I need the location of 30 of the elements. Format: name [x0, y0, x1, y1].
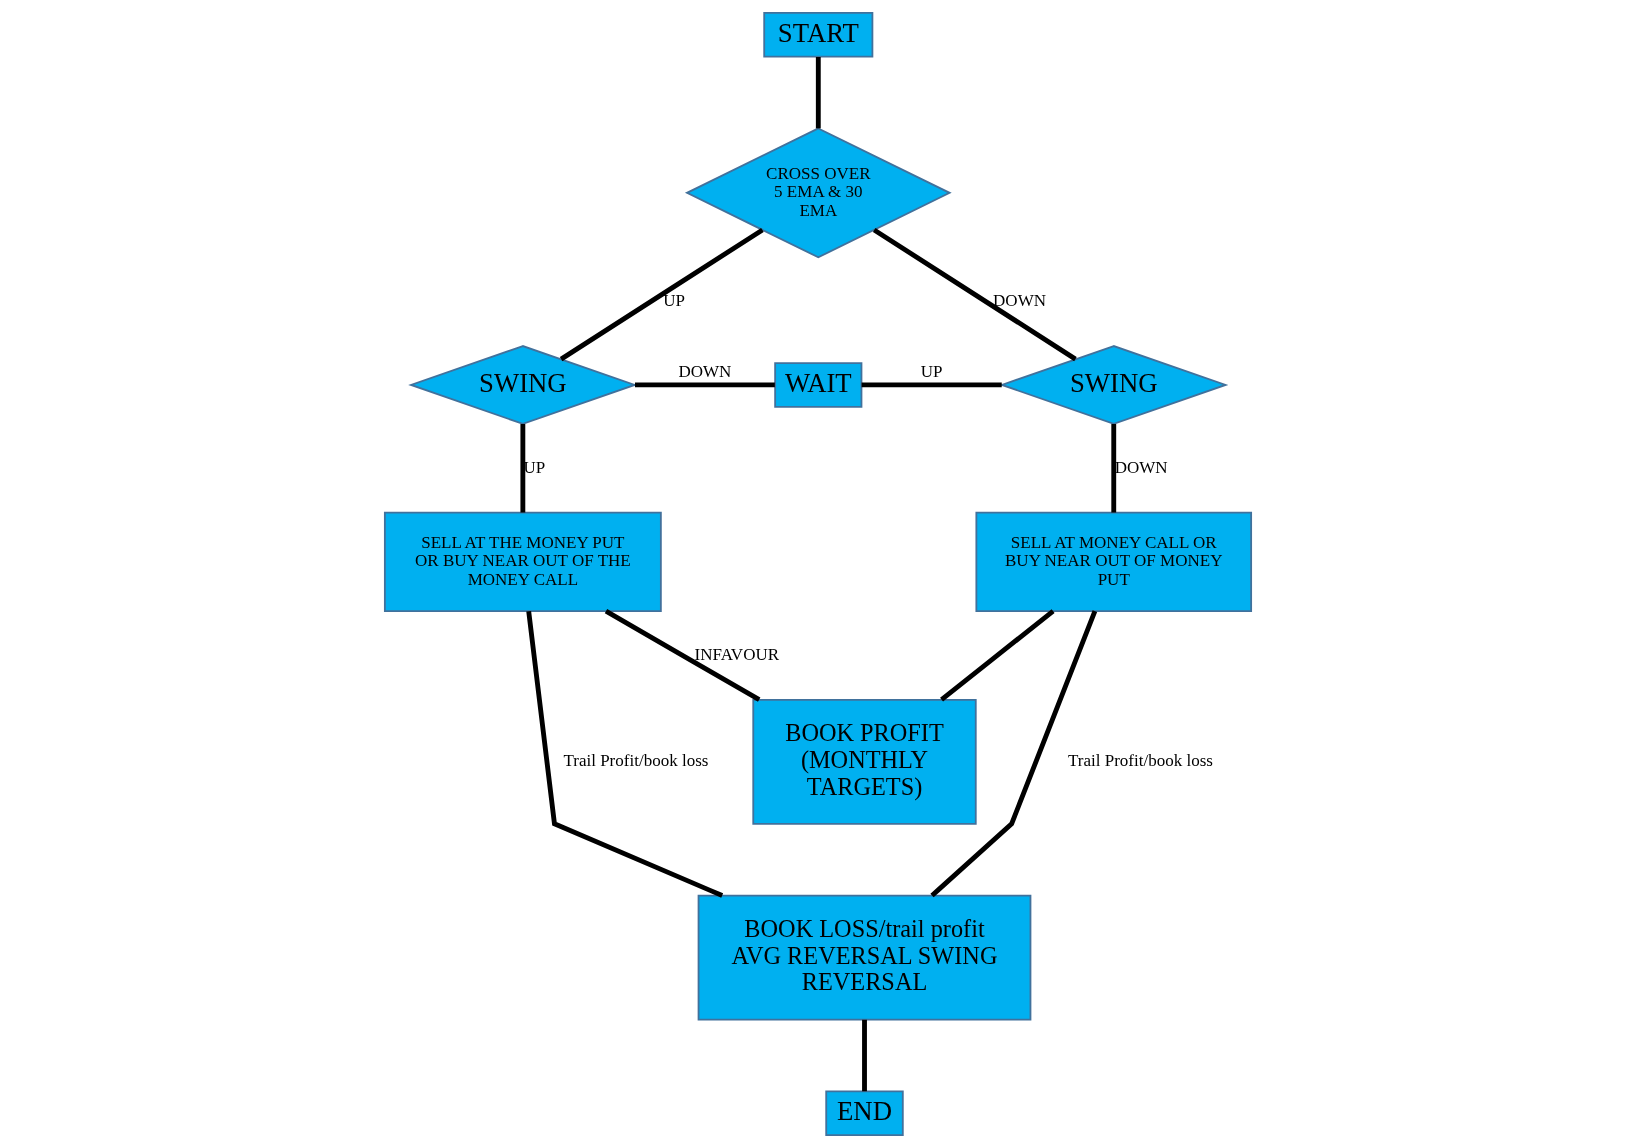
- edge-label: INFAVOUR: [694, 644, 779, 664]
- node-box: SELL AT THE MONEY PUT OR BUY NEAR OUT OF THE MONEY CALL: [383, 511, 662, 612]
- connector: [604, 609, 760, 702]
- edge-label: UP: [920, 361, 943, 381]
- edge-label: Trail Profit/book loss: [1067, 751, 1213, 771]
- connector: [861, 1019, 867, 1092]
- connector: [634, 382, 775, 388]
- node-box: START: [762, 12, 873, 58]
- node-box: BOOK LOSS/trail profit AVG REVERSAL SWING REVERSAL: [697, 894, 1031, 1021]
- connector: [861, 382, 1002, 388]
- edge-label: DOWN: [1114, 457, 1168, 477]
- node-box: SELL AT MONEY CALL OR BUY NEAR OUT OF MONEY PUT: [974, 511, 1252, 612]
- edge-label: DOWN: [992, 291, 1046, 311]
- edge-label: UP: [662, 291, 685, 311]
- connector: [939, 609, 1055, 702]
- node-diamond: CROSS OVER 5 EMA & 30 EMA: [684, 127, 952, 259]
- edge-label: DOWN: [677, 361, 731, 381]
- node-diamond: SWING: [407, 345, 637, 425]
- node-box: BOOK PROFIT (MONTHLY TARGETS): [751, 698, 977, 825]
- connector: [872, 227, 1077, 362]
- node-box: WAIT: [773, 362, 862, 408]
- connector: [929, 610, 1097, 898]
- connector: [815, 57, 821, 129]
- edge-label: Trail Profit/book loss: [562, 751, 708, 771]
- connector: [1110, 424, 1116, 513]
- node-box: END: [824, 1090, 904, 1136]
- connector: [559, 227, 764, 362]
- edge-label: UP: [523, 457, 545, 477]
- connector: [519, 424, 525, 513]
- connector: [525, 610, 723, 898]
